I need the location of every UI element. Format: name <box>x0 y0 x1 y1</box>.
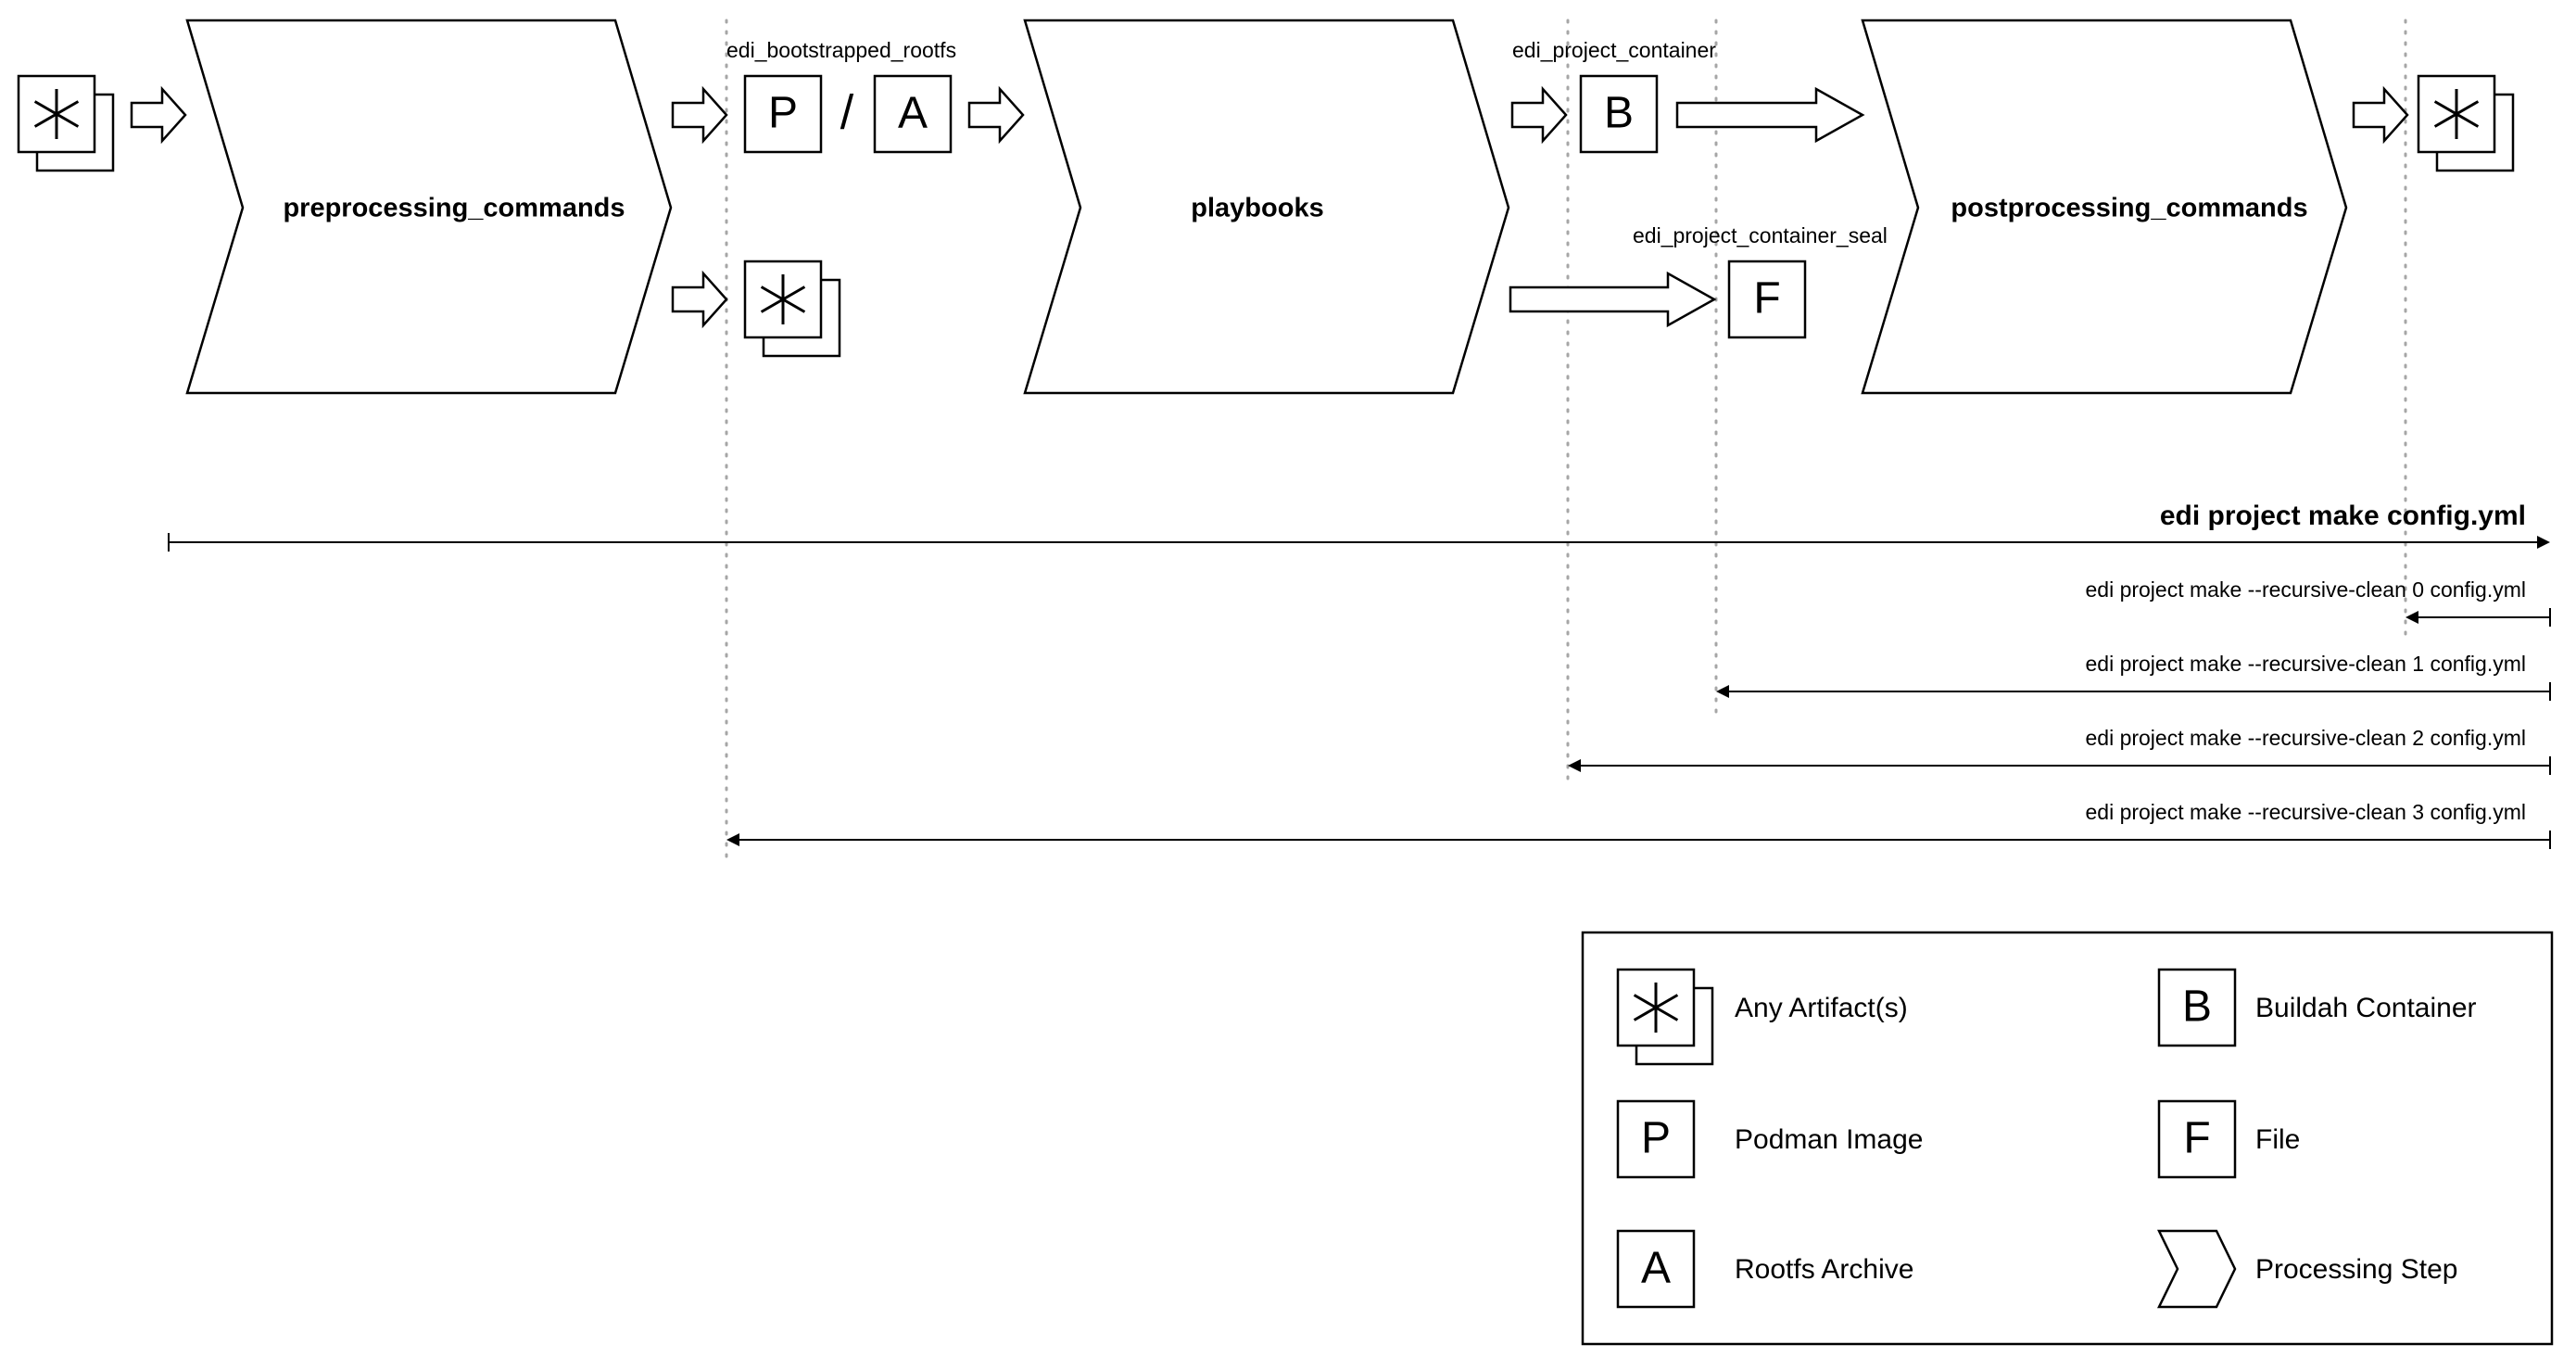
command-clean-3-label: edi project make --recursive-clean 3 con… <box>2085 800 2526 824</box>
legend-file-label: File <box>2255 1124 2300 1155</box>
svg-text:A: A <box>1641 1244 1671 1293</box>
flow-arrow-long-icon <box>1509 271 1717 328</box>
buildah-container-icon: B <box>1579 74 1659 154</box>
rootfs-archive-icon: A <box>873 74 953 154</box>
command-clean-2: edi project make --recursive-clean 2 con… <box>1568 726 2551 775</box>
output-artifacts-icon <box>2417 74 2515 172</box>
file-icon: F <box>1727 260 1807 339</box>
legend: Any Artifact(s) B Buildah Container P Po… <box>1581 931 2554 1346</box>
svg-text:F: F <box>2183 1114 2210 1163</box>
legend-rootfs-archive-label: Rootfs Archive <box>1735 1254 1913 1285</box>
command-clean-3: edi project make --recursive-clean 3 con… <box>726 800 2551 849</box>
svg-text:P: P <box>768 89 798 138</box>
processing-step-icon <box>2156 1229 2237 1309</box>
flow-arrow-long-icon <box>1675 86 1865 144</box>
arrowhead-left-icon <box>1716 685 1729 698</box>
podman-image-icon: P <box>743 74 823 154</box>
command-clean-1: edi project make --recursive-clean 1 con… <box>1716 652 2551 701</box>
step-playbooks-label: playbooks <box>1191 194 1323 223</box>
flow-arrow-icon <box>1510 85 1568 145</box>
legend-podman-image: P Podman Image <box>1616 1099 1923 1179</box>
input-artifacts-icon <box>17 74 115 172</box>
legend-any-artifacts: Any Artifact(s) <box>1616 968 1908 1066</box>
step-preprocessing-label: preprocessing_commands <box>283 194 625 223</box>
flow-arrow-icon <box>671 85 728 145</box>
svg-text:F: F <box>1753 274 1780 323</box>
step-postprocessing-label: postprocessing_commands <box>1951 194 2307 223</box>
svg-text:P: P <box>1641 1114 1671 1163</box>
command-clean-1-label: edi project make --recursive-clean 1 con… <box>2085 652 2526 676</box>
command-clean-2-label: edi project make --recursive-clean 2 con… <box>2085 726 2526 750</box>
arrowhead-left-icon <box>726 833 739 846</box>
bootstrapped-rootfs-label: edi_bootstrapped_rootfs <box>726 38 956 62</box>
arrowhead-left-icon <box>2406 611 2418 624</box>
flow-arrow-icon <box>671 270 728 329</box>
legend-rootfs-archive: A Rootfs Archive <box>1616 1229 1913 1309</box>
svg-text:B: B <box>2182 983 2212 1032</box>
flow-arrow-icon <box>967 85 1025 145</box>
project-container-seal-label: edi_project_container_seal <box>1633 223 1888 247</box>
project-container-label: edi_project_container <box>1512 38 1716 62</box>
legend-buildah-container-label: Buildah Container <box>2255 993 2477 1023</box>
legend-podman-image-label: Podman Image <box>1735 1124 1923 1155</box>
flow-arrow-icon <box>2352 85 2409 145</box>
step-postprocessing: postprocessing_commands <box>1861 19 2348 395</box>
legend-any-artifacts-label: Any Artifact(s) <box>1735 993 1908 1023</box>
arrowhead-left-icon <box>1568 759 1581 772</box>
svg-text:A: A <box>898 89 928 138</box>
step-preprocessing: preprocessing_commands <box>185 19 673 395</box>
command-make-label: edi project make config.yml <box>2160 501 2526 531</box>
step-playbooks: playbooks <box>1023 19 1510 395</box>
arrowhead-right-icon <box>2537 536 2550 549</box>
legend-processing-step-label: Processing Step <box>2255 1254 2457 1285</box>
legend-processing-step: Processing Step <box>2156 1229 2457 1309</box>
legend-buildah-container: B Buildah Container <box>2157 968 2477 1047</box>
command-clean-0: edi project make --recursive-clean 0 con… <box>2085 577 2551 627</box>
command-make: edi project make config.yml <box>168 501 2550 552</box>
separator-slash: / <box>840 86 854 140</box>
legend-file: F File <box>2157 1099 2300 1179</box>
flow-arrow-icon <box>130 85 187 145</box>
svg-text:B: B <box>1604 89 1634 138</box>
command-clean-0-label: edi project make --recursive-clean 0 con… <box>2085 577 2526 602</box>
preprocessing-artifacts-icon <box>743 260 841 358</box>
